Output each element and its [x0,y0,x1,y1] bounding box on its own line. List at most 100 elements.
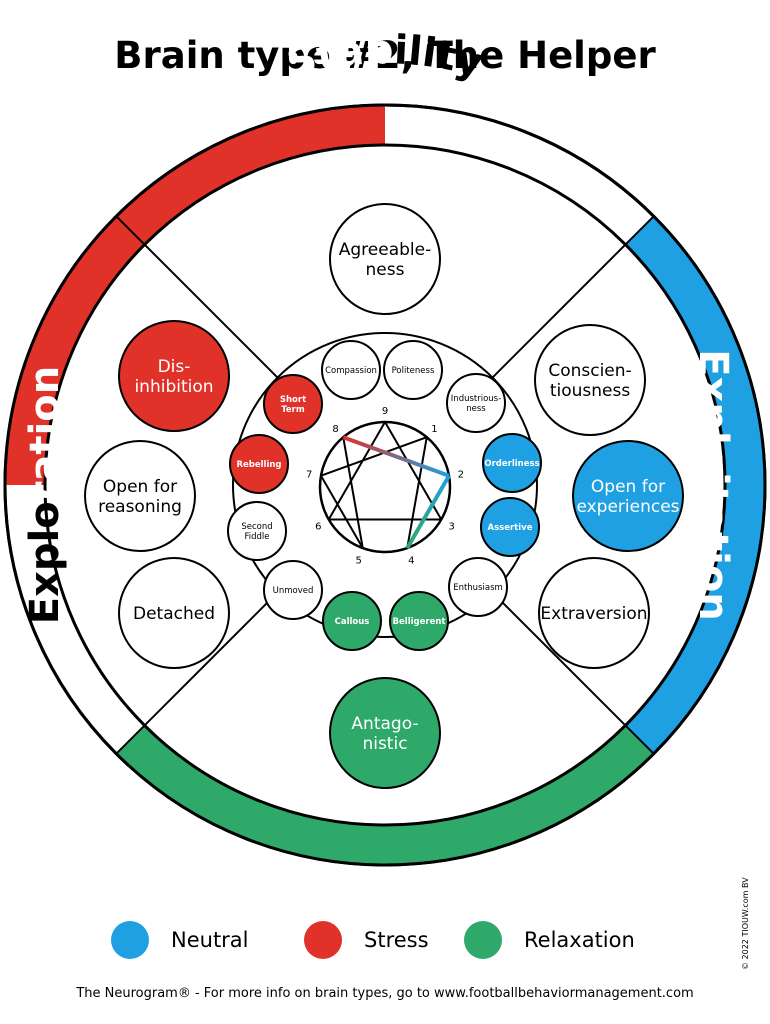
trait-label-line: Open for [103,477,177,497]
legend-neutral: Neutral [111,920,249,960]
exploration-label: Exploration [22,366,68,624]
facet-label: Industrious-ness [451,394,501,414]
facet-industriousness: Industrious-ness [446,373,506,433]
facet-belligerent: Belligerent [389,591,449,651]
exploitation-band [625,216,765,754]
trait-detached: Detached [118,557,230,669]
stability-label-colored: Stab [282,27,393,87]
facet-circle [263,560,323,620]
stress-connection-line [342,435,450,478]
facet-label: Callous [335,617,370,627]
legend-relaxation-label: Relaxation [524,928,635,952]
trait-label: Dis-inhibition [134,357,213,397]
facet-circle [480,497,540,557]
footer-text: The Neurogram® - For more info on brain … [76,986,694,1001]
facet-label: Rebelling [236,460,281,470]
facet-label-line: Term [281,405,305,415]
trait-disinhibition: Dis-inhibition [118,320,230,432]
trait-label-line: nistic [362,734,407,754]
quadrant-divider [491,591,655,755]
facet-circle [448,557,508,617]
copyright-text: © 2022 TIOUW.com BV [741,877,750,970]
facet-compassion: Compassion [321,340,381,400]
facet-label: Orderliness [484,459,539,469]
relaxation-connection-line [405,474,451,550]
facet-label-line: Rebelling [236,460,281,470]
facet-label: Compassion [325,366,377,376]
facet-label-line: Industrious- [451,394,501,404]
facet-label-line: Fiddle [244,532,269,542]
trait-circle [538,557,650,669]
facet-circle [389,591,449,651]
outer-border [3,103,767,867]
trait-label-line: ness [366,260,405,280]
facet-label-line: Assertive [488,523,533,533]
facet-rebelling: Rebelling [229,434,289,494]
quadrant-divider [115,591,279,755]
enneagram-number-9: 9 [382,406,388,417]
facet-label-line: Second [241,522,272,532]
trait-label-line: Conscien- [548,361,631,381]
legend-relaxation: Relaxation [464,920,635,960]
facet-enthusiasm: Enthusiasm [448,557,508,617]
trait-circle [118,320,230,432]
enneagram-line [327,421,386,521]
trait-label-line: reasoning [98,497,182,517]
facet-circle [482,433,542,493]
trait-circle [534,324,646,436]
enneagram-line [320,436,428,477]
enneagram-number-2: 2 [458,470,464,481]
trait-label-line: tiousness [550,381,631,401]
facet-label-line: Callous [335,617,370,627]
exploration-label-rest: Explo [22,501,68,624]
stability-label: Stability [282,27,488,87]
legend-relaxation-dot [464,921,502,959]
trait-circle [329,677,441,789]
facet-assertive: Assertive [480,497,540,557]
legend-neutral-dot [111,921,149,959]
enneagram-circle [318,420,452,554]
enneagram-number-3: 3 [448,522,454,533]
stability-label-path: Stability [282,27,488,87]
trait-extraversion: Extraversion [538,557,650,669]
facet-orderliness: Orderliness [482,433,542,493]
facet-label-line: Belligerent [393,617,446,627]
enneagram-number-4: 4 [408,555,414,566]
facet-label: Belligerent [393,617,446,627]
trait-label-line: Agreeable- [339,240,431,260]
trait-agreeableness: Agreeable-ness [329,203,441,315]
facet-politeness: Politeness [383,340,443,400]
facet-label: Politeness [392,366,435,376]
legend-stress-label: Stress [364,928,429,952]
trait-label-line: Extraversion [540,604,647,624]
trait-circle [84,440,196,552]
quadrant-divider [491,215,655,379]
facet-label-line: Compassion [325,366,377,376]
facet-circle [229,434,289,494]
trait-label-line: inhibition [134,377,213,397]
trait-label: Detached [133,604,215,624]
facet-label-line: Enthusiasm [453,583,503,593]
trait-label-line: Dis- [158,357,191,377]
trait-circle [329,203,441,315]
enneagram-number-6: 6 [315,522,321,533]
facet-label-line: Politeness [392,366,435,376]
trait-label: Antago-nistic [351,714,418,754]
autonomy-band [116,725,654,866]
facet-circle [263,374,323,434]
enneagram-line [342,437,364,549]
trait-label-line: Antago- [351,714,418,734]
legend-stress-dot [304,921,342,959]
facet-circle [321,340,381,400]
facet-callous: Callous [322,591,382,651]
exploration-label-colored: ration [22,366,68,502]
facet-circle [322,591,382,651]
enneagram-line [406,437,428,549]
